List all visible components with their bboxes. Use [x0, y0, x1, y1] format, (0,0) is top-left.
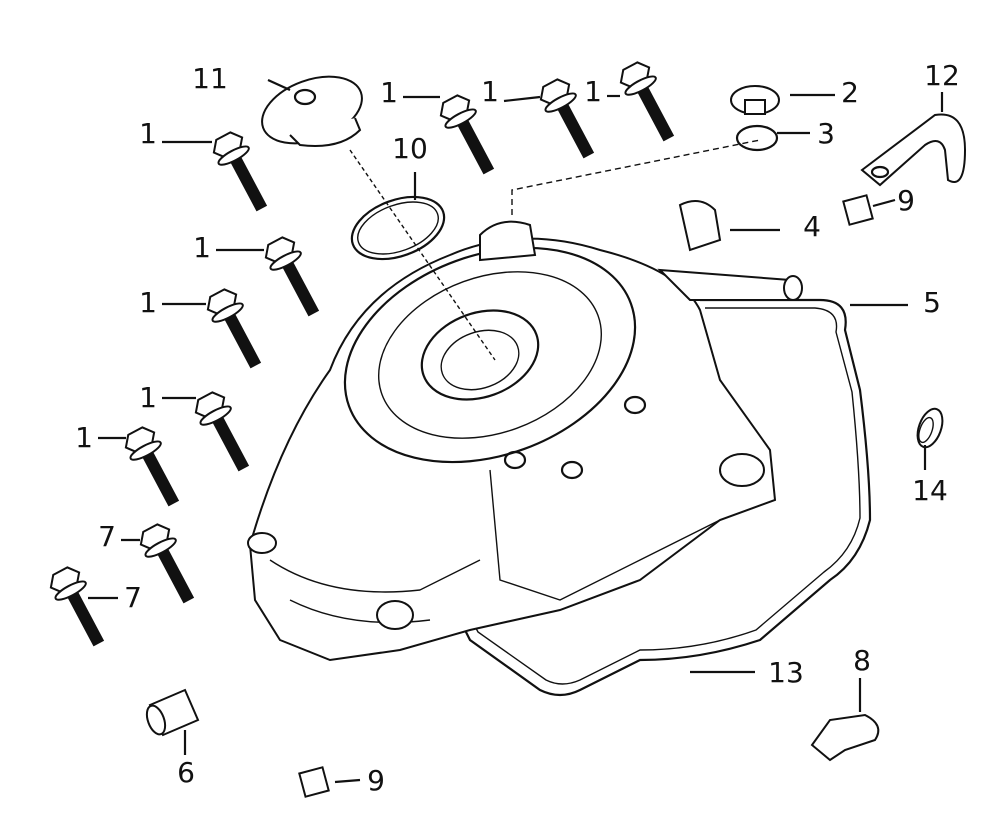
bolt-7 — [139, 523, 195, 604]
callout-label-9: 9 — [897, 184, 915, 217]
callout-label-14: 14 — [912, 474, 948, 507]
callout-label-11: 11 — [192, 62, 228, 95]
clamp-8 — [810, 713, 880, 762]
callout-label-1: 1 — [75, 421, 93, 454]
seal-14 — [916, 407, 944, 449]
callout-label-2: 2 — [841, 76, 859, 109]
bolt-1 — [212, 131, 268, 212]
gasket-13-inner — [439, 307, 861, 685]
washer-3 — [735, 124, 779, 152]
callout-label-6: 6 — [177, 756, 195, 789]
leader-line — [267, 78, 291, 92]
bolt-1 — [194, 391, 250, 472]
axis-line-3 — [511, 139, 761, 215]
callout-label-3: 3 — [817, 117, 835, 150]
callout-label-1: 1 — [584, 75, 602, 108]
clip-9-a — [842, 194, 874, 226]
callout-label-1: 1 — [193, 231, 211, 264]
callout-label-4: 4 — [803, 210, 821, 243]
callout-label-7: 7 — [124, 581, 142, 614]
callout-label-12: 12 — [924, 59, 960, 92]
bolt-1 — [206, 288, 262, 369]
cap-2 — [730, 85, 780, 115]
bolt-1 — [539, 78, 595, 159]
gasket-13 — [429, 298, 872, 697]
leader-line — [872, 198, 896, 208]
callout-label-7: 7 — [98, 520, 116, 553]
bracket-12 — [860, 113, 967, 187]
callout-label-5: 5 — [923, 286, 941, 319]
callout-label-8: 8 — [853, 644, 871, 677]
callout-label-1: 1 — [139, 286, 157, 319]
crankcase-cover — [247, 200, 803, 662]
clip-9-b — [298, 766, 330, 798]
bolt-1 — [264, 236, 320, 317]
callout-label-1: 1 — [481, 75, 499, 108]
callout-label-1: 1 — [139, 381, 157, 414]
callout-label-1: 1 — [139, 117, 157, 150]
dowel-6 — [145, 688, 200, 737]
callout-label-10: 10 — [392, 132, 428, 165]
callout-label-9: 9 — [367, 764, 385, 797]
bolt-7 — [49, 566, 105, 647]
bolt-1 — [124, 426, 180, 507]
plug-11 — [261, 75, 363, 147]
leader-line — [503, 95, 541, 103]
callout-label-13: 13 — [768, 656, 804, 689]
axis-line-11 — [349, 149, 496, 361]
leader-line — [334, 778, 361, 784]
callout-label-1: 1 — [380, 76, 398, 109]
bolt-1 — [619, 61, 675, 142]
bolt-1 — [439, 94, 495, 175]
o-ring-10 — [350, 195, 446, 261]
